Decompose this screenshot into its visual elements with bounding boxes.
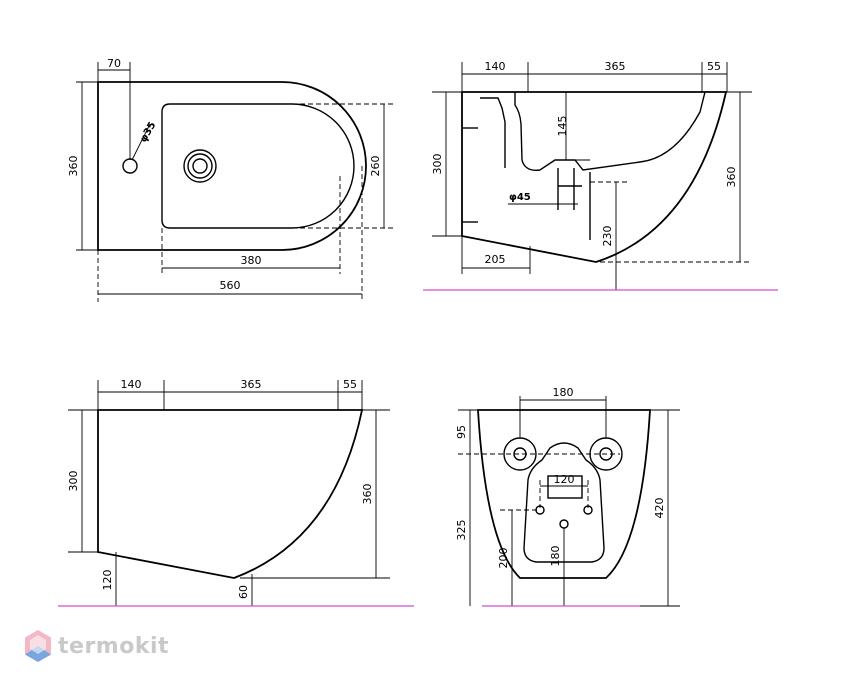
dim-top-360: 360 bbox=[67, 156, 80, 177]
dim-side-365: 365 bbox=[241, 378, 262, 391]
dim-section-140: 140 bbox=[485, 60, 506, 73]
dim-top-560: 560 bbox=[220, 279, 241, 292]
dim-top-70: 70 bbox=[107, 57, 121, 70]
termokit-logo-icon bbox=[25, 630, 51, 662]
dim-side-120: 120 bbox=[101, 570, 114, 591]
dim-section-360: 360 bbox=[725, 167, 738, 188]
brand-name: termokit bbox=[58, 633, 170, 659]
dim-side-55: 55 bbox=[343, 378, 357, 391]
dim-section-145: 145 bbox=[556, 116, 569, 137]
drain-inner bbox=[192, 158, 208, 174]
drain-outlet bbox=[559, 519, 569, 529]
dim-rear-420: 420 bbox=[653, 498, 666, 519]
rear-view-outline bbox=[477, 409, 651, 579]
dim-side-60: 60 bbox=[237, 585, 250, 599]
section-back-wall bbox=[480, 97, 506, 168]
section-drain-pipe bbox=[557, 168, 591, 240]
dim-top-260: 260 bbox=[369, 156, 382, 177]
side-section-view: 140 365 55 145 300 360 φ45 230 205 bbox=[423, 60, 778, 291]
dim-rear-180-bottom: 180 bbox=[549, 546, 562, 567]
dim-rear-120: 120 bbox=[554, 473, 575, 486]
drain-outer bbox=[183, 149, 217, 183]
dim-side-360: 360 bbox=[361, 484, 374, 505]
section-outline bbox=[461, 91, 728, 263]
dim-section-dia45: φ45 bbox=[509, 192, 531, 203]
brand-logo-block: termokit bbox=[24, 628, 169, 664]
dim-section-205: 205 bbox=[485, 253, 506, 266]
dim-top-dia35: φ35 bbox=[138, 120, 158, 144]
top-view: 70 φ35 360 260 380 560 bbox=[67, 57, 396, 302]
dim-rear-180-top: 180 bbox=[553, 386, 574, 399]
rear-view-slot bbox=[547, 475, 583, 499]
top-view-bowl-outline bbox=[161, 103, 355, 229]
rear-view: 180 95 120 420 325 200 180 bbox=[455, 386, 680, 607]
dim-rear-200: 200 bbox=[497, 548, 510, 569]
dim-section-230: 230 bbox=[601, 226, 614, 247]
dim-section-55: 55 bbox=[707, 60, 721, 73]
dim-section-300: 300 bbox=[431, 154, 444, 175]
side-view-outline bbox=[97, 409, 364, 579]
top-view-outline bbox=[97, 81, 367, 251]
dim-side-300: 300 bbox=[67, 471, 80, 492]
dim-rear-325: 325 bbox=[455, 520, 468, 541]
dim-top-380: 380 bbox=[241, 254, 262, 267]
dim-side-140: 140 bbox=[121, 378, 142, 391]
drain-middle bbox=[187, 153, 213, 179]
tap-hole bbox=[122, 158, 138, 174]
rear-view-mounting-plate bbox=[523, 442, 605, 563]
dim-rear-95: 95 bbox=[455, 425, 468, 439]
dim-section-365: 365 bbox=[605, 60, 626, 73]
side-view: 140 365 55 300 360 120 60 bbox=[58, 378, 414, 607]
section-bowl-profile bbox=[514, 91, 706, 171]
